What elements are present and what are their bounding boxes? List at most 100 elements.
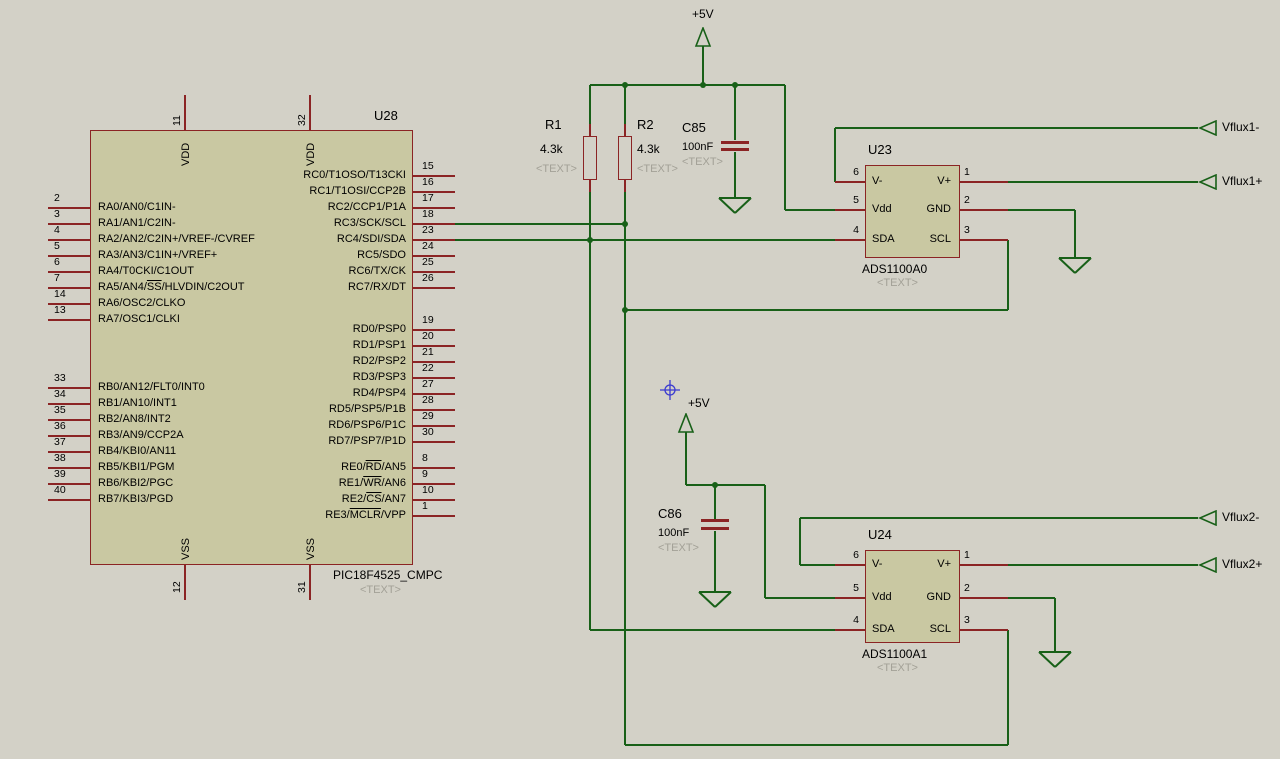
pin-stub[interactable] bbox=[413, 207, 455, 209]
ground-symbol[interactable] bbox=[1055, 256, 1095, 276]
wire[interactable] bbox=[624, 85, 626, 124]
pin-stub[interactable] bbox=[48, 239, 90, 241]
r1-body[interactable] bbox=[583, 136, 597, 180]
pin-stub[interactable] bbox=[413, 223, 455, 225]
wire[interactable] bbox=[1054, 598, 1056, 651]
pin-stub[interactable] bbox=[413, 377, 455, 379]
pin-stub[interactable] bbox=[48, 451, 90, 453]
pin-stub[interactable] bbox=[835, 239, 865, 241]
wire[interactable] bbox=[1008, 181, 1198, 183]
pin-stub[interactable] bbox=[960, 629, 1008, 631]
pin-stub[interactable] bbox=[48, 223, 90, 225]
wire[interactable] bbox=[835, 127, 1198, 129]
wire[interactable] bbox=[685, 432, 687, 485]
wire[interactable] bbox=[1008, 564, 1198, 566]
pin-stub[interactable] bbox=[413, 499, 455, 501]
wire[interactable] bbox=[589, 85, 591, 124]
wire[interactable] bbox=[455, 223, 625, 225]
r2-body[interactable] bbox=[618, 136, 632, 180]
ground-symbol[interactable] bbox=[695, 590, 735, 610]
pin-stub[interactable] bbox=[589, 124, 591, 136]
wire[interactable] bbox=[590, 84, 785, 86]
wire[interactable] bbox=[734, 152, 736, 197]
pin-stub[interactable] bbox=[960, 597, 1008, 599]
pin-stub[interactable] bbox=[413, 287, 455, 289]
terminal-vflux2-minus-icon[interactable] bbox=[1198, 510, 1218, 526]
pin-stub[interactable] bbox=[48, 419, 90, 421]
wire[interactable] bbox=[702, 46, 704, 85]
pin-stub[interactable] bbox=[184, 565, 186, 600]
ground-symbol[interactable] bbox=[715, 196, 755, 216]
pin-stub[interactable] bbox=[48, 319, 90, 321]
pin-stub[interactable] bbox=[589, 180, 591, 192]
c86-plate-bottom[interactable] bbox=[701, 527, 729, 530]
pin-stub[interactable] bbox=[413, 239, 455, 241]
terminal-vflux2-plus-icon[interactable] bbox=[1198, 557, 1218, 573]
wire[interactable] bbox=[625, 309, 1008, 311]
c86-plate-top[interactable] bbox=[701, 519, 729, 522]
power-terminal-icon[interactable] bbox=[677, 413, 695, 433]
pin-stub[interactable] bbox=[413, 515, 455, 517]
pin-stub[interactable] bbox=[309, 95, 311, 130]
wire[interactable] bbox=[834, 128, 836, 182]
pin-stub[interactable] bbox=[413, 329, 455, 331]
u23-body[interactable] bbox=[865, 165, 960, 258]
wire[interactable] bbox=[784, 85, 786, 210]
pin-stub[interactable] bbox=[413, 441, 455, 443]
wire[interactable] bbox=[590, 629, 835, 631]
pin-stub[interactable] bbox=[48, 287, 90, 289]
wire[interactable] bbox=[455, 239, 835, 241]
pin-stub[interactable] bbox=[48, 467, 90, 469]
wire[interactable] bbox=[1007, 630, 1009, 745]
pin-stub[interactable] bbox=[413, 345, 455, 347]
pin-stub[interactable] bbox=[413, 409, 455, 411]
wire[interactable] bbox=[800, 517, 1198, 519]
wire[interactable] bbox=[785, 209, 835, 211]
wire[interactable] bbox=[1007, 240, 1009, 310]
wire[interactable] bbox=[589, 192, 591, 630]
pin-stub[interactable] bbox=[48, 271, 90, 273]
pin-stub[interactable] bbox=[309, 565, 311, 600]
pin-stub[interactable] bbox=[413, 271, 455, 273]
pin-stub[interactable] bbox=[413, 191, 455, 193]
c85-plate-top[interactable] bbox=[721, 141, 749, 144]
wire[interactable] bbox=[624, 192, 626, 745]
pin-stub[interactable] bbox=[960, 239, 1008, 241]
ground-symbol[interactable] bbox=[1035, 650, 1075, 670]
terminal-vflux1-plus-icon[interactable] bbox=[1198, 174, 1218, 190]
wire[interactable] bbox=[1008, 209, 1075, 211]
u28-body[interactable] bbox=[90, 130, 413, 565]
wire[interactable] bbox=[1074, 210, 1076, 257]
pin-stub[interactable] bbox=[413, 425, 455, 427]
pin-stub[interactable] bbox=[48, 435, 90, 437]
pin-stub[interactable] bbox=[413, 175, 455, 177]
wire[interactable] bbox=[800, 564, 835, 566]
terminal-vflux1-minus-icon[interactable] bbox=[1198, 120, 1218, 136]
pin-stub[interactable] bbox=[835, 629, 865, 631]
pin-stub[interactable] bbox=[835, 209, 865, 211]
pin-stub[interactable] bbox=[48, 303, 90, 305]
pin-stub[interactable] bbox=[624, 124, 626, 136]
wire[interactable] bbox=[625, 744, 1008, 746]
pin-stub[interactable] bbox=[835, 597, 865, 599]
wire[interactable] bbox=[765, 597, 835, 599]
pin-stub[interactable] bbox=[960, 181, 1008, 183]
pin-stub[interactable] bbox=[624, 180, 626, 192]
pin-stub[interactable] bbox=[413, 255, 455, 257]
wire[interactable] bbox=[686, 484, 765, 486]
pin-stub[interactable] bbox=[960, 564, 1008, 566]
pin-stub[interactable] bbox=[48, 387, 90, 389]
pin-stub[interactable] bbox=[413, 393, 455, 395]
pin-stub[interactable] bbox=[48, 403, 90, 405]
pin-stub[interactable] bbox=[835, 181, 865, 183]
wire[interactable] bbox=[714, 531, 716, 591]
u24-body[interactable] bbox=[865, 550, 960, 643]
wire[interactable] bbox=[714, 485, 716, 519]
pin-stub[interactable] bbox=[960, 209, 1008, 211]
pin-stub[interactable] bbox=[48, 255, 90, 257]
wire[interactable] bbox=[734, 85, 736, 140]
pin-stub[interactable] bbox=[413, 483, 455, 485]
pin-stub[interactable] bbox=[48, 207, 90, 209]
wire[interactable] bbox=[799, 518, 801, 565]
